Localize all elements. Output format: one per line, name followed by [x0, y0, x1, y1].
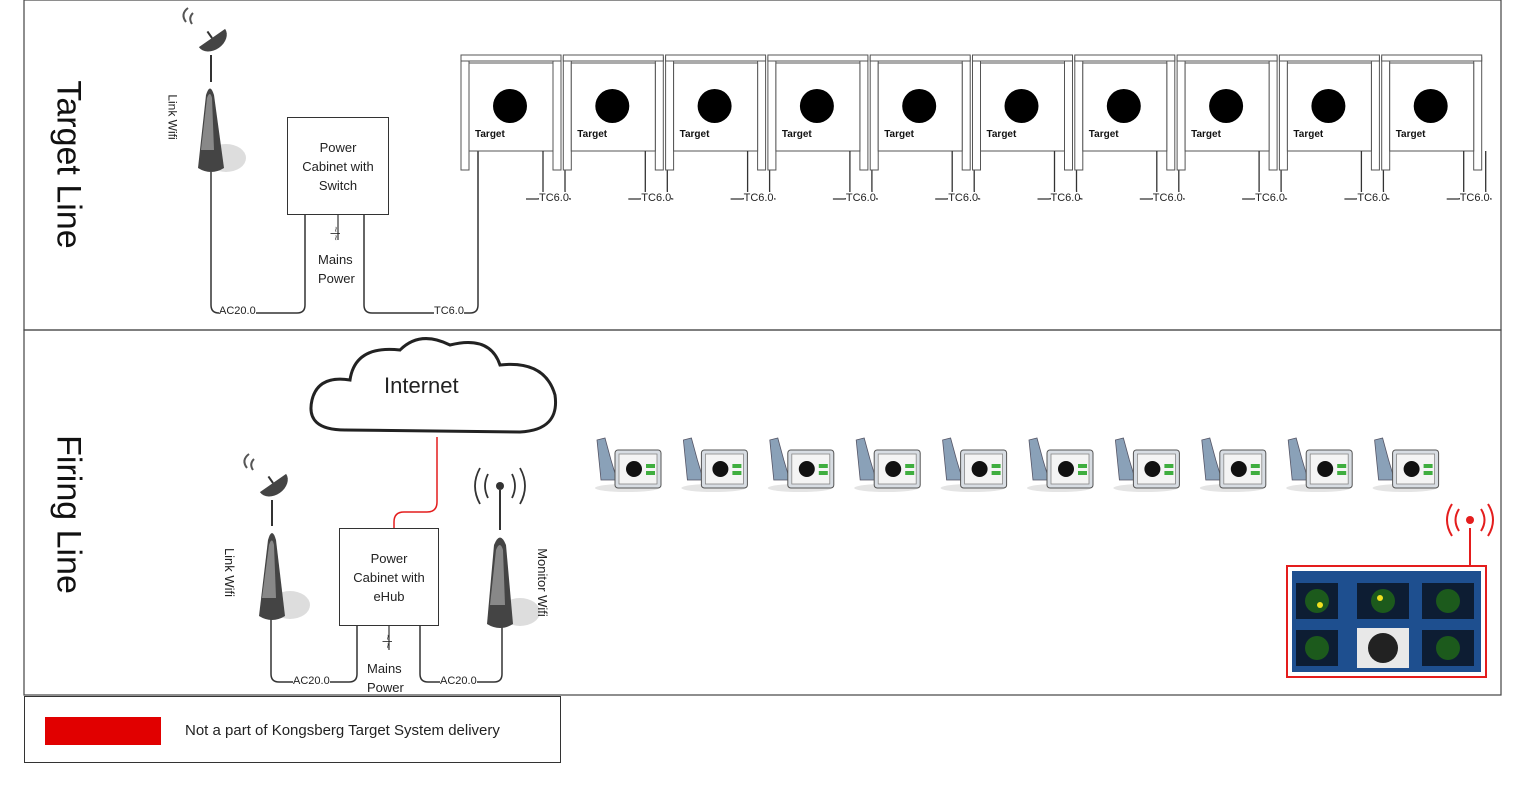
- target-bullseye-icon: [493, 89, 527, 123]
- firing-point-device-icon: [681, 437, 748, 492]
- firing-point-device-icon: [1199, 437, 1267, 492]
- red-signal-icon: [1446, 503, 1494, 566]
- ac-cable-right-line: [419, 626, 503, 683]
- firing-point-device-icon: [940, 437, 1008, 492]
- tc-cable-label: TC6.0: [641, 192, 672, 204]
- target-bullseye-icon: [1311, 89, 1346, 123]
- target-stand: [1074, 54, 1185, 200]
- ehub-cabinet-line-1: Power: [370, 551, 408, 566]
- tc-cable-label: TC6.0: [1255, 192, 1286, 204]
- firing-link-wifi-label: Link Wifi: [222, 547, 238, 598]
- firing-line-frame: [23, 329, 1502, 696]
- firing-mains-symbol: ~|~: [381, 634, 393, 649]
- target-stand: [972, 54, 1083, 200]
- firing-point-device-icon: [595, 437, 662, 492]
- ehub-cabinet-line-3: eHub: [373, 589, 405, 604]
- tc-cable-label: TC6.0: [743, 192, 774, 204]
- internet-link-line: [393, 437, 438, 528]
- target-label: Target: [884, 129, 915, 140]
- target-label: Target: [679, 129, 710, 140]
- monitor-wifi-antenna-icon: [474, 467, 540, 628]
- target-label: Target: [475, 129, 505, 140]
- link-wifi-label: Link Wifi: [165, 94, 180, 140]
- target-label: Target: [1088, 129, 1119, 140]
- monitor-wifi-label: Monitor Wifi: [534, 548, 550, 617]
- firing-point-device-icon: [1027, 437, 1094, 492]
- firing-point-device-icon: [854, 437, 921, 492]
- target-bullseye-icon: [1106, 89, 1141, 123]
- tc-cable-main-line: [363, 150, 479, 314]
- firing-point-device-icon: [1113, 437, 1180, 492]
- power-cabinet-ehub: Power Cabinet with eHub: [339, 528, 439, 626]
- tc-cable-main-label: TC6.0: [434, 305, 464, 317]
- firing-points-group: [595, 437, 1440, 492]
- mains-power-label-2: Power: [318, 271, 355, 286]
- target-bullseye-icon: [1209, 89, 1244, 123]
- power-cabinet-line-2: Cabinet with: [302, 159, 374, 174]
- power-cabinet-switch: Power Cabinet with Switch: [287, 117, 389, 215]
- internet-cloud-icon: [309, 337, 558, 434]
- tc-cable-label: TC6.0: [1357, 192, 1388, 204]
- power-cabinet-line-3: Switch: [318, 178, 358, 193]
- ac-cable-line: [210, 172, 306, 314]
- target-stand: [460, 54, 572, 200]
- ac-cable-left-line: [270, 618, 358, 683]
- target-label: Target: [1395, 129, 1426, 140]
- legend-text: Not a part of Kongsberg Target System de…: [185, 722, 500, 739]
- ac-cable-left-label: AC20.0: [293, 675, 330, 687]
- target-line-title: Target Line: [49, 80, 88, 249]
- power-cabinet-line-1: Power: [319, 140, 357, 155]
- ac-cable-label: AC20.0: [219, 305, 256, 317]
- firing-point-device-icon: [1372, 437, 1440, 492]
- target-stand: [1278, 54, 1390, 200]
- tc-cable-label: TC6.0: [539, 192, 569, 204]
- target-stand: [562, 54, 674, 200]
- mains-symbol: ~|~: [329, 226, 341, 241]
- monitor-display-screen: [1286, 565, 1487, 678]
- target-bullseye-icon: [1413, 89, 1448, 123]
- mains-power-label-1: Mains: [318, 252, 353, 267]
- firing-point-device-icon: [1286, 437, 1353, 492]
- tc-cable-label: TC6.0: [845, 192, 876, 204]
- firing-line-title: Firing Line: [49, 435, 88, 594]
- firing-mains-power-label-2: Power: [367, 680, 404, 695]
- target-label: Target: [1191, 129, 1221, 140]
- targets-group: [460, 54, 1492, 200]
- target-label: Target: [1293, 129, 1324, 140]
- target-stand: [1381, 54, 1492, 200]
- target-stand: [1176, 54, 1288, 200]
- target-bullseye-icon: [902, 89, 937, 123]
- target-label: Target: [781, 129, 812, 140]
- legend-red-swatch: [45, 717, 161, 745]
- target-label: Target: [577, 129, 608, 140]
- target-stand: [869, 54, 981, 200]
- firing-point-device-icon: [767, 437, 835, 492]
- target-bullseye-icon: [1004, 89, 1039, 123]
- internet-label: Internet: [384, 373, 459, 398]
- target-bullseye-icon: [697, 89, 732, 123]
- tc-cable-label: TC6.0: [1050, 192, 1081, 204]
- link-wifi-antenna-icon: [182, 7, 246, 172]
- legend: Not a part of Kongsberg Target System de…: [24, 696, 561, 763]
- tc-cable-label: TC6.0: [1459, 192, 1490, 204]
- target-stand: [767, 54, 878, 200]
- ac-cable-right-label: AC20.0: [440, 675, 477, 687]
- link-wifi-antenna-icon: [243, 453, 310, 620]
- target-stand: [665, 54, 776, 200]
- tc-cable-label: TC6.0: [948, 192, 979, 204]
- firing-mains-power-label-1: Mains: [367, 661, 402, 676]
- target-bullseye-icon: [799, 89, 834, 123]
- target-label: Target: [986, 129, 1017, 140]
- tc-cable-label: TC6.0: [1152, 192, 1183, 204]
- ehub-cabinet-line-2: Cabinet with: [353, 570, 425, 585]
- target-bullseye-icon: [595, 89, 630, 123]
